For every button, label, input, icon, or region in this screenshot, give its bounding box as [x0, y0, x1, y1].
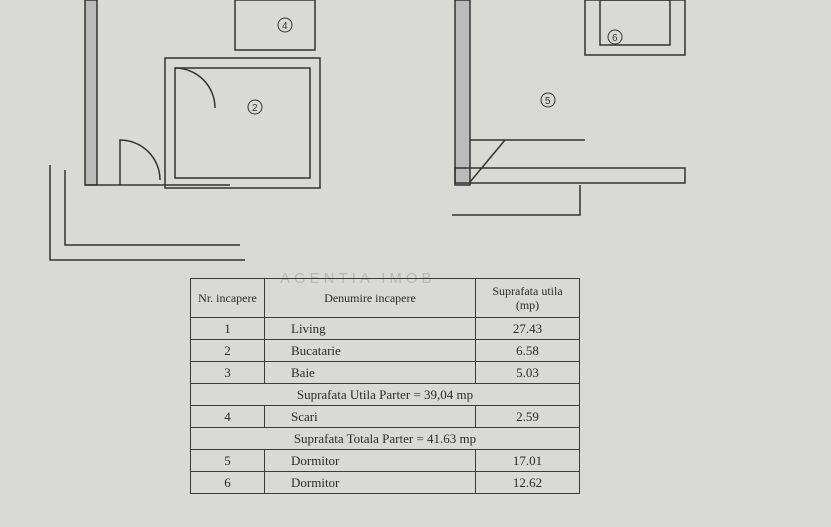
room-label-2: 2	[252, 103, 258, 114]
floor-plan-drawing: 2 4 5 6	[49, 0, 686, 261]
cell-name: Scari	[264, 405, 476, 428]
cell-area: 5.03	[475, 361, 580, 384]
cell-name: Dormitor	[264, 449, 476, 472]
cell-name: Living	[264, 317, 476, 340]
subtotal-row: Suprafata Totala Parter = 41.63 mp	[190, 427, 580, 450]
cell-name: Dormitor	[264, 471, 476, 494]
subtotal-row: Suprafata Utila Parter = 39,04 mp	[190, 383, 580, 406]
cell-area: 27.43	[475, 317, 580, 340]
cell-nr: 6	[190, 471, 265, 494]
cell-name: Baie	[264, 361, 476, 384]
cell-nr: 3	[190, 361, 265, 384]
subtotal-total: Suprafata Totala Parter = 41.63 mp	[190, 427, 580, 450]
cell-area: 17.01	[475, 449, 580, 472]
cell-area: 6.58	[475, 339, 580, 362]
header-nr: Nr. incapere	[190, 278, 265, 318]
room-label-5: 5	[545, 96, 551, 107]
cell-area: 2.59	[475, 405, 580, 428]
header-area: Suprafata utila (mp)	[475, 278, 580, 318]
cell-name: Bucatarie	[264, 339, 476, 362]
table-header: Nr. incapere Denumire incapere Suprafata…	[190, 278, 580, 318]
cell-nr: 4	[190, 405, 265, 428]
room-label-4: 4	[282, 21, 288, 32]
subtotal-usable: Suprafata Utila Parter = 39,04 mp	[190, 383, 580, 406]
cell-nr: 2	[190, 339, 265, 362]
cell-nr: 5	[190, 449, 265, 472]
cell-nr: 1	[190, 317, 265, 340]
room-area-table: Nr. incapere Denumire incapere Suprafata…	[190, 278, 580, 494]
room-label-6: 6	[612, 33, 618, 44]
header-name: Denumire incapere	[264, 278, 476, 318]
cell-area: 12.62	[475, 471, 580, 494]
